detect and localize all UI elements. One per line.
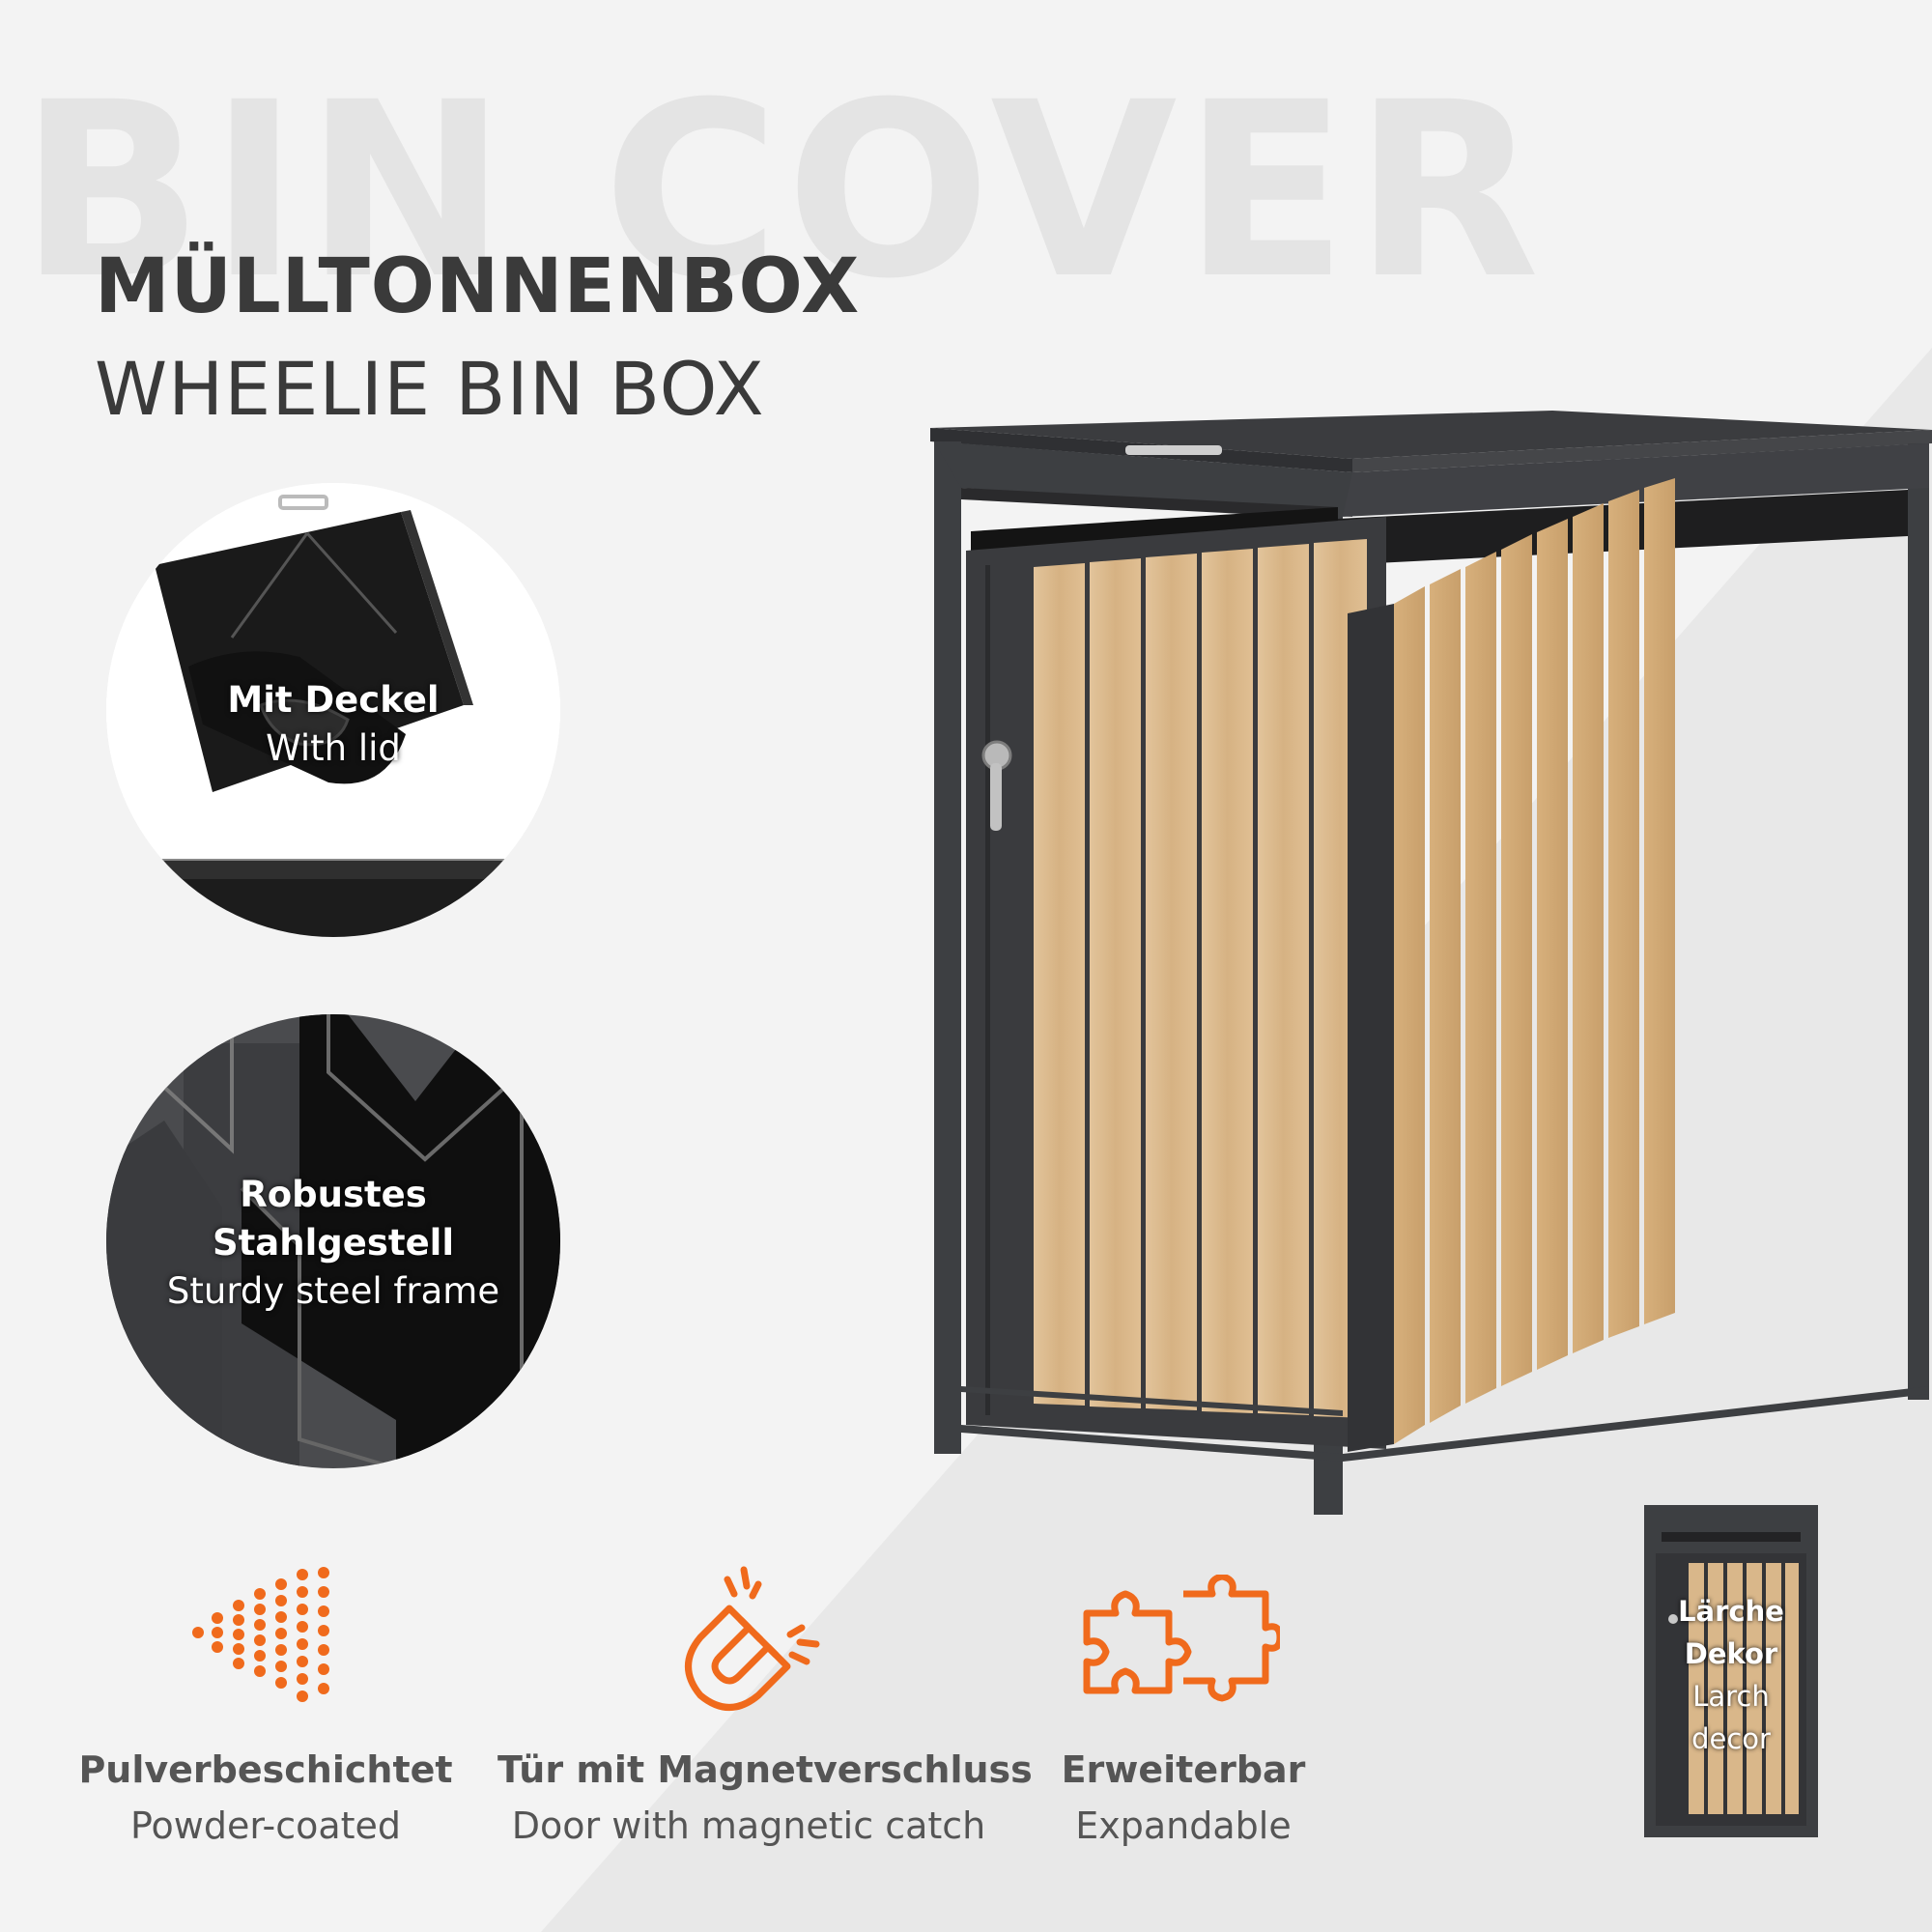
feature-powder-coated-en: Powder-coated — [129, 1804, 402, 1847]
lid-callout: Mit Deckel With lid — [106, 676, 560, 773]
lid-callout-de: Mit Deckel — [227, 679, 440, 721]
feature-magnetic-catch-de: Tür mit Magnetverschluss — [497, 1748, 1033, 1791]
magnet-icon — [685, 1566, 820, 1711]
larch-decor-swatch: Lärche Dekor Larch decor — [1644, 1505, 1818, 1837]
larch-decor-de-line1: Lärche — [1678, 1595, 1784, 1628]
frame-callout-de-line2: Stahlgestell — [212, 1222, 455, 1264]
watermark-text: BIN COVER — [19, 50, 1546, 331]
feature-expandable-de: Erweiterbar — [1061, 1748, 1306, 1791]
spray-dots-icon — [192, 1567, 329, 1702]
bin-box-product-image — [930, 411, 1932, 1515]
side-slats — [1394, 478, 1675, 1444]
feature-magnetic-catch-en: Door with magnetic catch — [511, 1804, 986, 1847]
frame-callout-en: Sturdy steel frame — [166, 1270, 500, 1312]
feature-magnetic-catch: Tür mit Magnetverschluss Door with magne… — [497, 1555, 1033, 1847]
larch-decor-image — [1644, 1505, 1818, 1837]
lid-detail-image — [106, 483, 560, 937]
frame-callout: Robustes Stahlgestell Sturdy steel frame — [106, 1171, 560, 1316]
frame-detail-circle: Robustes Stahlgestell Sturdy steel frame — [106, 1014, 560, 1468]
feature-powder-coated: Pulverbeschichtet Powder-coated — [68, 1565, 464, 1847]
larch-decor-en-line1: Larch — [1692, 1680, 1770, 1713]
feature-expandable: Erweiterbar Expandable — [1024, 1575, 1343, 1847]
larch-decor-label: Lärche Dekor Larch decor — [1644, 1590, 1818, 1760]
feature-expandable-en: Expandable — [1075, 1804, 1292, 1847]
page-title: MÜLLTONNENBOX — [95, 243, 861, 330]
lid-detail-circle: Mit Deckel With lid — [106, 483, 560, 937]
frame-detail-image — [106, 1014, 560, 1468]
larch-decor-en-line2: decor — [1691, 1722, 1771, 1755]
feature-powder-coated-de: Pulverbeschichtet — [78, 1748, 453, 1791]
page-subtitle: WHEELIE BIN BOX — [95, 346, 765, 432]
larch-decor-de-line2: Dekor — [1684, 1637, 1778, 1670]
puzzle-icon — [1083, 1575, 1280, 1702]
lid-callout-en: With lid — [266, 727, 401, 769]
frame-callout-de-line1: Robustes — [240, 1174, 427, 1215]
